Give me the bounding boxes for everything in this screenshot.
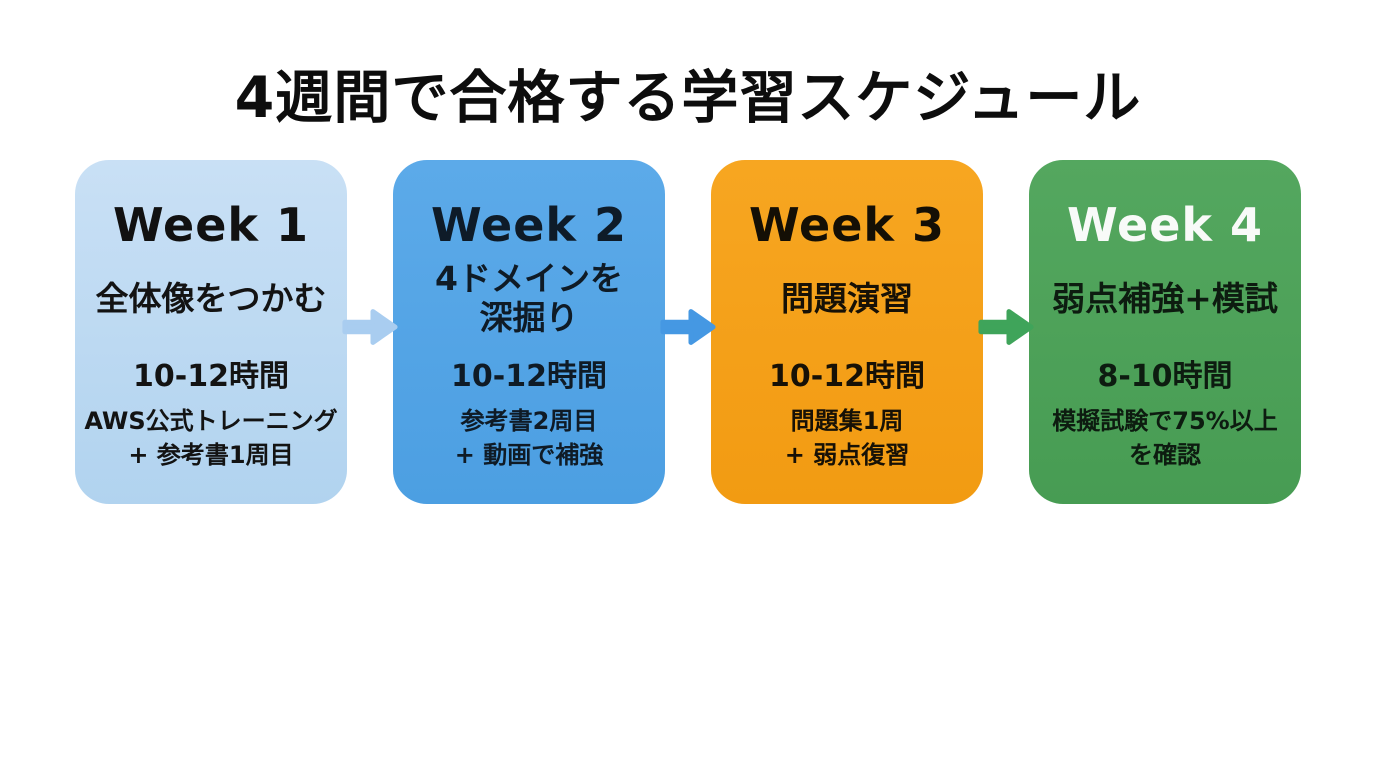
week-4-heading: Week 4 <box>1066 197 1264 252</box>
week-3-hours: 10-12時間 <box>769 358 925 394</box>
week-4-topic: 弱点補強+模試 <box>1052 253 1278 345</box>
week-2-card: Week 2 4ドメインを 深掘り 10-12時間 参考書2周目 + 動画で補強 <box>393 159 665 504</box>
week-1-card: Week 1 全体像をつかむ 10-12時間 AWS公式トレーニング + 参考書… <box>75 159 347 504</box>
week-2-topic: 4ドメインを 深掘り <box>435 253 623 345</box>
week-4-card: Week 4 弱点補強+模試 8-10時間 模擬試験で75%以上 を確認 <box>1029 159 1301 504</box>
week-2-topic-line: 4ドメインを <box>435 259 623 299</box>
week-2-heading: Week 2 <box>430 197 628 252</box>
arrow-right-icon <box>341 305 399 349</box>
week-4-detail-line: 模擬試験で75%以上 <box>1052 406 1278 435</box>
weeks-board: Week 1 全体像をつかむ 10-12時間 AWS公式トレーニング + 参考書… <box>75 159 1301 504</box>
week-2-detail-line: + 動画で補強 <box>454 440 604 469</box>
week-4-topic-line: 弱点補強+模試 <box>1052 278 1278 318</box>
week-1-topic: 全体像をつかむ <box>96 253 327 345</box>
week-2-detail-line: 参考書2周目 <box>460 406 598 435</box>
week-3-details: 問題集1周 + 弱点復習 <box>785 404 909 472</box>
week-1-details: AWS公式トレーニング + 参考書1周目 <box>84 404 337 472</box>
week-2-topic-line: 深掘り <box>479 297 579 337</box>
week-4-details: 模擬試験で75%以上 を確認 <box>1052 404 1277 472</box>
arrow-right-icon <box>659 305 717 349</box>
arrow-right-icon <box>977 305 1035 349</box>
week-3-heading: Week 3 <box>748 197 946 252</box>
week-1-detail-line: AWS公式トレーニング <box>84 406 338 435</box>
week-3-detail-line: 問題集1周 <box>790 406 904 435</box>
week-1-detail-line: + 参考書1周目 <box>128 440 294 469</box>
week-3-card: Week 3 問題演習 10-12時間 問題集1周 + 弱点復習 <box>711 159 983 504</box>
week-2-details: 参考書2周目 + 動画で補強 <box>455 404 603 472</box>
page-title: 4週間で合格する学習スケジュール <box>234 65 1142 131</box>
week-2-hours: 10-12時間 <box>451 358 607 394</box>
week-3-topic-line: 問題演習 <box>781 278 913 318</box>
week-4-hours: 8-10時間 <box>1097 358 1233 394</box>
week-1-heading: Week 1 <box>112 197 310 252</box>
week-4-detail-line: を確認 <box>1128 440 1201 469</box>
week-1-hours: 10-12時間 <box>133 358 289 394</box>
week-3-detail-line: + 弱点復習 <box>784 440 910 469</box>
week-1-topic-line: 全体像をつかむ <box>95 278 327 318</box>
week-3-topic: 問題演習 <box>781 253 913 345</box>
